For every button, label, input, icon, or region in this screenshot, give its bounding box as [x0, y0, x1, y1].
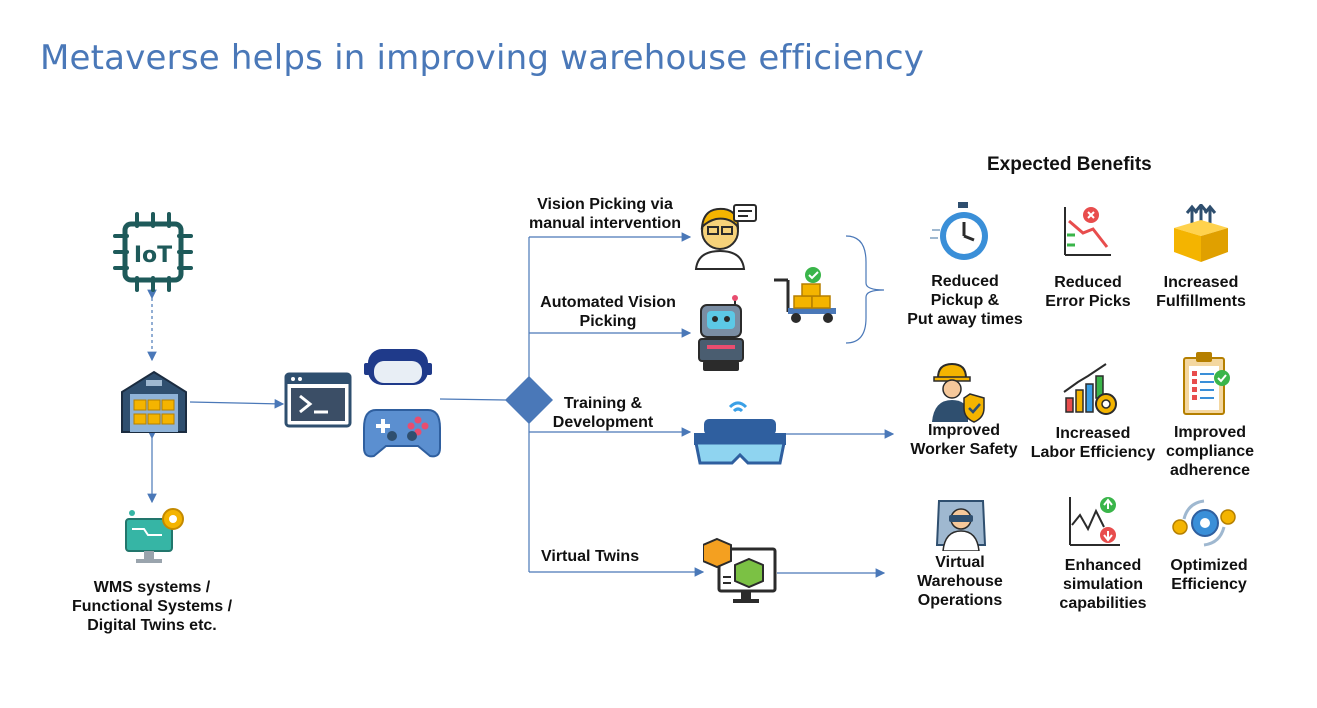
vr-user-operations-icon	[935, 500, 987, 551]
benefit-labor-efficiency: Increased Labor Efficiency	[1030, 425, 1156, 461]
vision-picker-person-icon	[694, 204, 757, 270]
benefit-worker-safety: Improved Worker Safety	[910, 422, 1018, 458]
growth-bars-gear-icon	[1063, 363, 1117, 415]
gamepad-diamond-link	[439, 398, 507, 401]
cart-boxes-checkmark-icon	[774, 267, 836, 323]
branch-label-virtual-twins: Virtual Twins	[541, 548, 640, 565]
optimized-gear-coins-icon	[1172, 499, 1236, 547]
decision-diamond	[505, 376, 553, 424]
branch-label-automated: Automated Vision Picking	[540, 294, 676, 330]
simulation-chart-arrows-icon	[1069, 497, 1120, 546]
gamepad-icon	[363, 409, 441, 458]
wms-label: WMS systems / Functional Systems / Digit…	[71, 579, 233, 634]
wms-computer-gear-icon	[125, 508, 184, 563]
error-chart-decline-icon	[1064, 207, 1111, 256]
open-box-arrows-icon	[1174, 204, 1228, 262]
vr-headset-icon	[364, 349, 432, 385]
benefit-reduced-errors: Reduced Error Picks	[1045, 274, 1131, 310]
benefits-heading: Expected Benefits	[987, 154, 1152, 175]
vr-goggles-wifi-icon	[694, 401, 786, 465]
branch-label-vision-manual: Vision Picking via manual intervention	[528, 196, 682, 232]
benefits-brace	[845, 235, 885, 344]
robot-icon	[698, 295, 744, 371]
compliance-checklist-icon	[1183, 352, 1230, 415]
terminal-console-icon	[284, 372, 352, 428]
virtual-twin-cube-monitor-icon	[703, 537, 777, 603]
benefit-compliance: Improved compliance adherence	[1165, 424, 1255, 479]
page-title: Metaverse helps in improving warehouse e…	[40, 38, 925, 78]
iot-chip-icon: IoT	[113, 212, 193, 292]
benefit-reduced-pickup: Reduced Pickup & Put away times	[907, 273, 1023, 328]
stopwatch-icon	[930, 202, 988, 260]
benefit-virtual-ops: Virtual Warehouse Operations	[917, 554, 1003, 609]
worker-safety-shield-icon	[932, 362, 985, 423]
svg-text:IoT: IoT	[134, 243, 172, 268]
benefit-simulation: Enhanced simulation capabilities	[1059, 557, 1147, 612]
branch-label-training: Training & Development	[552, 395, 654, 431]
warehouse-console-link	[189, 399, 285, 409]
warehouse-icon	[121, 370, 187, 433]
benefit-optimized: Optimized Efficiency	[1170, 557, 1248, 593]
benefit-increased-fulfillments: Increased Fulfillments	[1156, 274, 1246, 310]
